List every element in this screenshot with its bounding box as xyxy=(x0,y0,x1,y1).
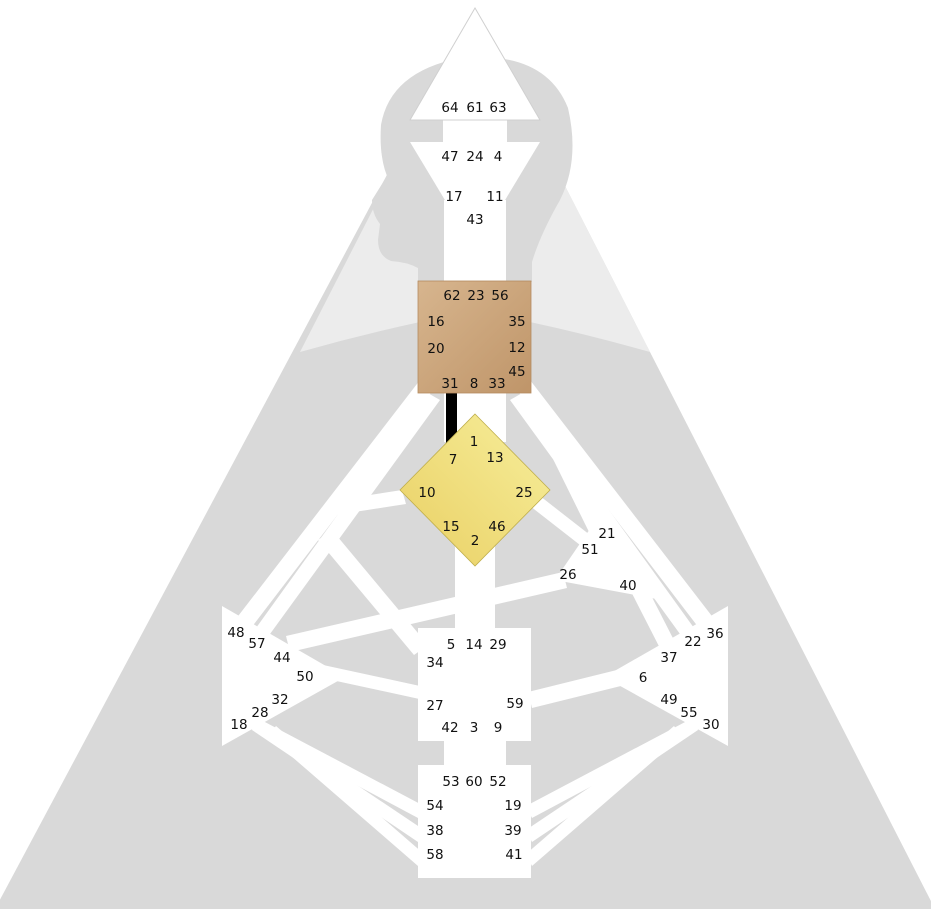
gate-42: 42 xyxy=(441,720,458,736)
gate-45: 45 xyxy=(508,364,525,380)
gate-55: 55 xyxy=(680,705,697,721)
gate-37: 37 xyxy=(660,650,677,666)
gate-15: 15 xyxy=(442,519,459,535)
gate-3: 3 xyxy=(470,720,479,736)
gate-56: 56 xyxy=(491,288,508,304)
gate-27: 27 xyxy=(426,698,443,714)
gate-36: 36 xyxy=(706,626,723,642)
gate-26: 26 xyxy=(559,567,576,583)
gate-43: 43 xyxy=(466,212,483,228)
gate-46: 46 xyxy=(488,519,505,535)
gate-23: 23 xyxy=(467,288,484,304)
gate-7: 7 xyxy=(449,452,458,468)
gate-22: 22 xyxy=(684,634,701,650)
channel-head-ajna xyxy=(443,118,507,143)
gate-64: 64 xyxy=(441,100,458,116)
gate-35: 35 xyxy=(508,314,525,330)
gate-16: 16 xyxy=(427,314,444,330)
gate-48: 48 xyxy=(227,625,244,641)
gate-20: 20 xyxy=(427,341,444,357)
gate-61: 61 xyxy=(466,100,483,116)
gate-1: 1 xyxy=(470,434,479,450)
channel-sacral-root xyxy=(444,740,506,766)
gate-44: 44 xyxy=(273,650,290,666)
gate-52: 52 xyxy=(489,774,506,790)
gate-54: 54 xyxy=(426,798,443,814)
gate-9: 9 xyxy=(494,720,503,736)
gate-59: 59 xyxy=(506,696,523,712)
gate-30: 30 xyxy=(702,717,719,733)
gate-40: 40 xyxy=(619,578,636,594)
gate-11: 11 xyxy=(486,189,503,205)
gate-17: 17 xyxy=(445,189,462,205)
gate-4: 4 xyxy=(494,149,503,165)
gate-13: 13 xyxy=(486,450,503,466)
gate-29: 29 xyxy=(489,637,506,653)
gate-24: 24 xyxy=(466,149,483,165)
gate-12: 12 xyxy=(508,340,525,356)
gate-41: 41 xyxy=(505,847,522,863)
gate-14: 14 xyxy=(465,637,482,653)
gate-34: 34 xyxy=(426,655,443,671)
gate-58: 58 xyxy=(426,847,443,863)
gate-6: 6 xyxy=(639,670,648,686)
gate-8: 8 xyxy=(470,376,479,392)
gate-53: 53 xyxy=(442,774,459,790)
gate-25: 25 xyxy=(515,485,532,501)
gate-31: 31 xyxy=(441,376,458,392)
gate-49: 49 xyxy=(660,692,677,708)
gate-32: 32 xyxy=(271,692,288,708)
gate-33: 33 xyxy=(488,376,505,392)
gate-19: 19 xyxy=(504,798,521,814)
gate-10: 10 xyxy=(418,485,435,501)
gate-28: 28 xyxy=(251,705,268,721)
gate-21: 21 xyxy=(598,526,615,542)
gate-62: 62 xyxy=(443,288,460,304)
gate-51: 51 xyxy=(581,542,598,558)
gate-57: 57 xyxy=(248,636,265,652)
gate-47: 47 xyxy=(441,149,458,165)
gate-5: 5 xyxy=(447,637,456,653)
gate-50: 50 xyxy=(296,669,313,685)
gate-39: 39 xyxy=(504,823,521,839)
gate-38: 38 xyxy=(426,823,443,839)
gate-60: 60 xyxy=(465,774,482,790)
gate-18: 18 xyxy=(230,717,247,733)
gate-63: 63 xyxy=(489,100,506,116)
gate-2: 2 xyxy=(471,533,480,549)
